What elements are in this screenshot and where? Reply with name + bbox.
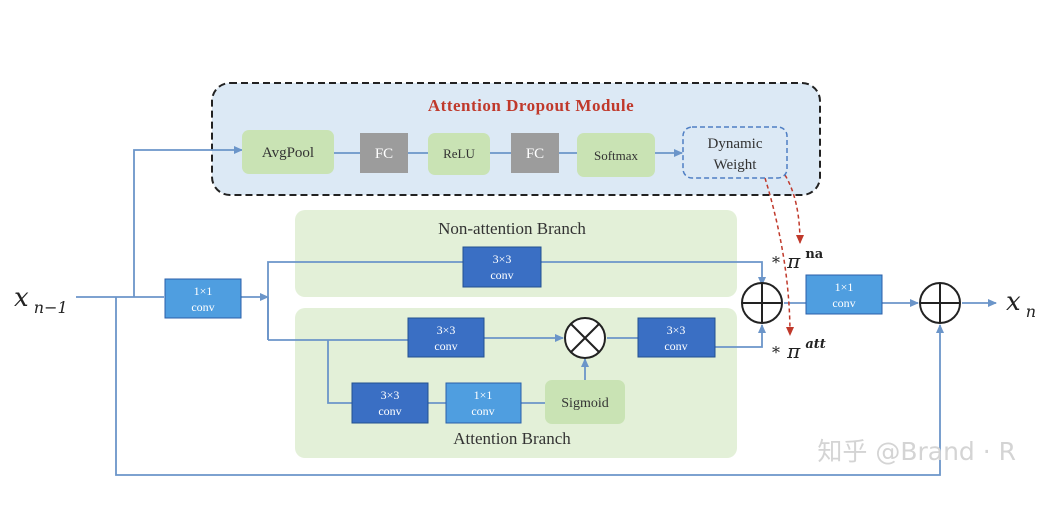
att-low-conv-1x1-line-1: 1×1 [474,388,493,402]
skip-connection-line [115,297,944,476]
fc-label-1: FC [375,146,393,162]
dynamic-weight-line-1: Dynamic [708,136,763,152]
att-output-line [715,324,766,348]
dynamic-weight-block [682,126,788,179]
avgpool-label: AvgPool [262,145,314,161]
weight-na-label: * π na [772,247,824,273]
residual-sum-operator [919,282,961,324]
att-top-conv-3x3 [407,317,485,358]
att-out-conv-3x3 [637,317,716,358]
att-top-conv-3x3-line-2: conv [434,339,457,353]
att-low-conv-3x3-line-2: conv [378,404,401,418]
dynamic-weight-line-2: Weight [714,157,758,173]
weight-att-label: * π att [772,337,826,363]
fc-label-2: FC [526,146,544,162]
fc-block-1 [360,133,408,173]
attention-branch-label: Attention Branch [453,429,571,448]
softmax-block [577,133,655,177]
sigmoid-label: Sigmoid [561,396,608,411]
module-title: Attention Dropout Module [428,96,634,115]
out-conv-1x1-line-1: 1×1 [835,280,854,294]
att-top-conv-3x3-line-1: 3×3 [437,323,456,337]
att-out-conv-3x3-line-1: 3×3 [667,323,686,337]
na-conv-3x3 [462,246,542,288]
relu-label: ReLU [443,146,475,161]
relu-block [428,133,490,175]
non-attention-branch-label: Non-attention Branch [438,219,586,238]
branch-sum-operator [741,282,783,324]
out-conv-1x1 [805,274,883,315]
na-conv-3x3-line-1: 3×3 [493,252,512,266]
in-conv-1x1 [164,278,242,319]
fc-block-2 [511,133,559,173]
att-lower-feed-line [327,340,352,404]
multiply-operator [564,317,606,359]
att-out-conv-3x3-line-2: conv [664,339,687,353]
avgpool-block [242,130,334,174]
module-feed-line [133,146,243,297]
att-low-conv-3x3 [351,382,429,424]
weight-na-arrow [784,174,804,244]
att-low-conv-1x1 [445,382,522,424]
output-label: x n [1006,287,1036,321]
att-low-conv-3x3-line-1: 3×3 [381,388,400,402]
watermark: 知乎 @Brand · R [817,437,1016,466]
input-label: x n−1 [14,283,68,317]
na-conv-3x3-line-2: conv [490,268,513,282]
att-low-conv-1x1-line-2: conv [471,404,494,418]
na-output-line [541,261,766,286]
weight-att-arrow [764,177,794,336]
in-conv-1x1-line-2: conv [191,300,214,314]
softmax-label: Softmax [594,148,639,163]
out-conv-1x1-line-2: conv [832,296,855,310]
in-conv-1x1-line-1: 1×1 [194,284,213,298]
sigmoid-block [545,380,625,424]
